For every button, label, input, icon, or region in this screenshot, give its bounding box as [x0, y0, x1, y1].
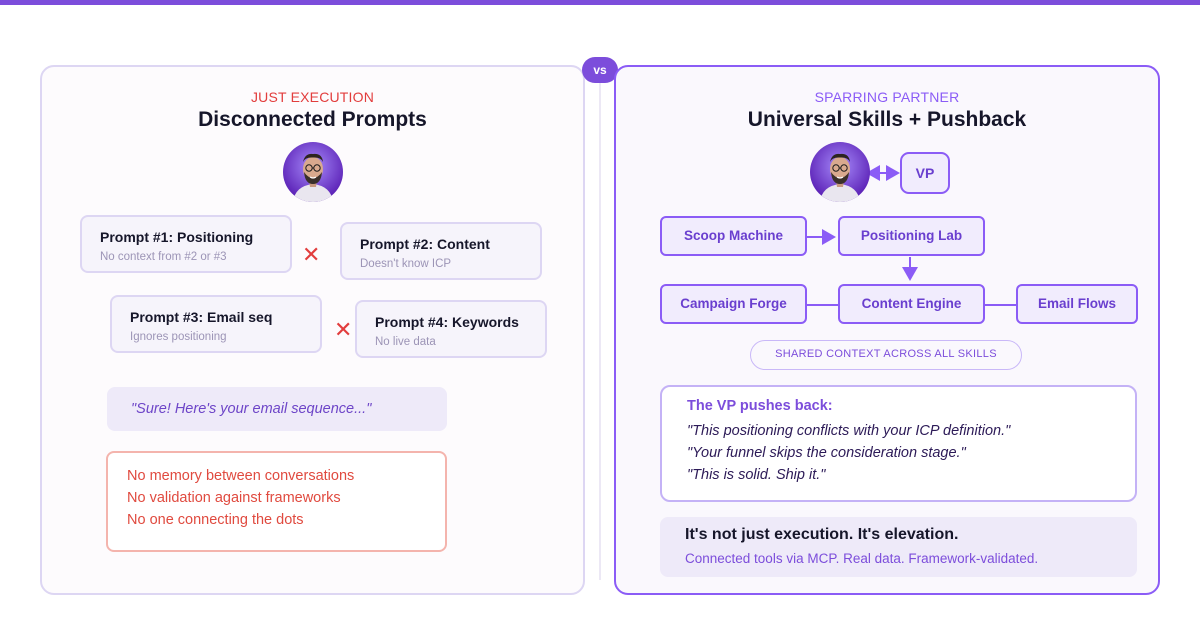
skill-node-scoop-machine: Scoop Machine — [660, 216, 807, 256]
prompt-subtitle: Ignores positioning — [130, 331, 227, 343]
cross-icon: ✕ — [302, 242, 321, 267]
prompt-card-1: Prompt #1: Positioning No context from #… — [80, 215, 292, 273]
prompt-subtitle: No context from #2 or #3 — [100, 251, 227, 263]
elevation-callout: It's not just execution. It's elevation.… — [660, 517, 1137, 577]
skill-node-campaign-forge: Campaign Forge — [660, 284, 807, 324]
avatar-portrait-icon — [293, 153, 333, 202]
pushback-quote: "This positioning conflicts with your IC… — [687, 423, 1011, 439]
right-title: Universal Skills + Pushback — [747, 108, 1027, 131]
avatar-portrait-icon — [820, 153, 860, 202]
prompt-title: Prompt #2: Content — [360, 236, 490, 252]
prompt-card-3: Prompt #3: Email seq Ignores positioning — [110, 295, 322, 353]
skill-node-content-engine: Content Engine — [838, 284, 985, 324]
prompt-title: Prompt #3: Email seq — [130, 309, 273, 325]
pushback-heading: The VP pushes back: — [687, 398, 833, 414]
shared-context-pill: SHARED CONTEXT ACROSS ALL SKILLS — [750, 340, 1022, 370]
panel-divider — [599, 80, 601, 580]
pushback-box: The VP pushes back: "This positioning co… — [660, 385, 1137, 502]
ai-response-quote: "Sure! Here's your email sequence..." — [107, 387, 447, 431]
left-panel-disconnected: JUST EXECUTION Disconnected Prompts Prom… — [40, 65, 585, 595]
vp-node: VP — [900, 152, 950, 194]
right-panel-sparring: SPARRING PARTNER Universal Skills + Push… — [614, 65, 1160, 595]
left-title: Disconnected Prompts — [198, 108, 427, 131]
prompt-card-2: Prompt #2: Content Doesn't know ICP — [340, 222, 542, 280]
elevation-subtitle: Connected tools via MCP. Real data. Fram… — [685, 551, 1039, 566]
top-accent-bar — [0, 0, 1200, 5]
cross-icon: ✕ — [334, 317, 353, 342]
prompt-title: Prompt #4: Keywords — [375, 314, 519, 330]
failure-item: No validation against frameworks — [127, 490, 341, 506]
failure-item: No memory between conversations — [127, 468, 355, 484]
avatar — [810, 142, 870, 202]
pushback-quote: "Your funnel skips the consideration sta… — [687, 445, 966, 461]
left-kicker: JUST EXECUTION — [250, 89, 375, 105]
prompt-subtitle: Doesn't know ICP — [360, 258, 452, 270]
elevation-title: It's not just execution. It's elevation. — [685, 526, 959, 543]
right-kicker: SPARRING PARTNER — [814, 89, 960, 105]
pushback-quote: "This is solid. Ship it." — [687, 467, 826, 483]
skill-connectors — [807, 165, 1016, 306]
prompt-title: Prompt #1: Positioning — [100, 229, 254, 245]
failure-list: No memory between conversations No valid… — [106, 451, 447, 552]
skill-node-email-flows: Email Flows — [1016, 284, 1138, 324]
prompt-card-4: Prompt #4: Keywords No live data — [355, 300, 547, 358]
skill-node-positioning-lab: Positioning Lab — [838, 216, 985, 256]
avatar — [283, 142, 343, 202]
vs-badge: vs — [582, 57, 618, 83]
prompt-subtitle: No live data — [375, 336, 436, 348]
failure-item: No one connecting the dots — [127, 512, 304, 528]
